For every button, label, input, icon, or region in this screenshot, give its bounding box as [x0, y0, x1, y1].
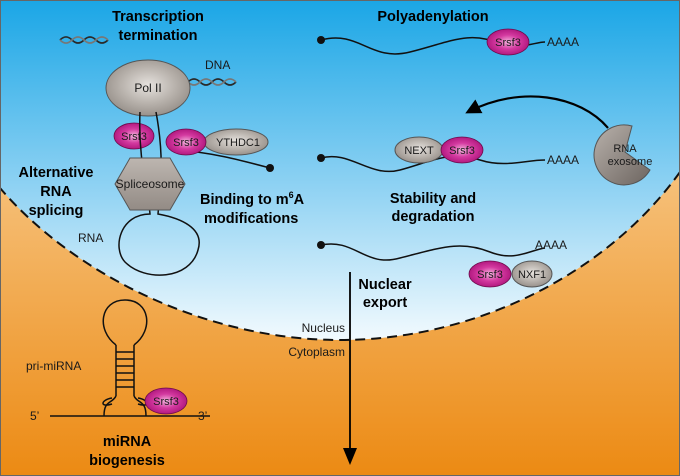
pol2-complex	[105, 59, 191, 117]
ythdc1-label: YTHDC1	[216, 137, 260, 149]
title-degradation: degradation	[392, 209, 475, 225]
m6a-cap	[266, 164, 274, 172]
title-export: export	[363, 295, 407, 311]
srsf3-label: Srsf3	[495, 37, 521, 49]
srsf3-m6a	[165, 128, 207, 156]
srsf3-label: Srsf3	[121, 131, 147, 143]
pol2-label: Pol II	[134, 81, 161, 95]
polya-tail-2: AAAA	[547, 153, 579, 167]
nuclear-envelope	[0, 171, 680, 342]
title-splicing: splicing	[29, 203, 84, 219]
srsf3-next	[440, 136, 484, 164]
dna-helix	[59, 36, 237, 86]
srsf3-polya	[486, 28, 530, 56]
rna-label: RNA	[78, 231, 103, 245]
exosome-label-2: exosome	[608, 156, 653, 168]
degradation-arrow	[465, 95, 609, 129]
srsf3-label: Srsf3	[449, 145, 475, 157]
title-modifications: modifications	[204, 211, 298, 227]
srsf3-label: Srsf3	[173, 137, 199, 149]
srsf3-mirna	[144, 387, 188, 415]
nxf1-label: NXF1	[518, 269, 546, 281]
next-label: NEXT	[404, 145, 434, 157]
nucleus-label: Nucleus	[302, 321, 345, 335]
five-prime-label: 5’	[30, 409, 39, 423]
spliceosome-label: Spliceosome	[116, 177, 185, 191]
pri-mirna-hairpin	[50, 299, 210, 417]
srsf3-pol2	[113, 122, 155, 150]
nxf1-protein	[511, 260, 553, 288]
dna-label: DNA	[205, 58, 230, 72]
title-binding: Binding to m6A	[200, 190, 305, 208]
polya-tail-1: AAAA	[547, 35, 579, 49]
spliceosome	[114, 157, 186, 211]
srsf3-label: Srsf3	[153, 396, 179, 408]
export-arrow-head	[343, 448, 357, 465]
title-biogenesis: biogenesis	[89, 453, 165, 469]
three-prime-label: 3’	[198, 409, 207, 423]
mrna-strand-3	[320, 243, 546, 261]
title-mirna: miRNA	[103, 434, 152, 450]
title-stability: Stability and	[390, 191, 476, 207]
cytoplasm-label: Cytoplasm	[288, 345, 345, 359]
rna-exosome	[593, 124, 651, 186]
exosome-label-1: RNA	[613, 143, 637, 155]
srsf3-label: Srsf3	[477, 269, 503, 281]
srsf3-export	[468, 260, 512, 288]
polya-tail-3: AAAA	[535, 238, 567, 252]
title-alternative: Alternative	[19, 165, 94, 181]
title-rna: RNA	[40, 184, 72, 200]
title-transcription: Transcription	[112, 9, 204, 25]
pri-mirna-label: pri-miRNA	[26, 359, 81, 373]
title-polyadenylation: Polyadenylation	[377, 9, 488, 25]
title-termination: termination	[119, 28, 198, 44]
title-nuclear: Nuclear	[358, 277, 412, 293]
